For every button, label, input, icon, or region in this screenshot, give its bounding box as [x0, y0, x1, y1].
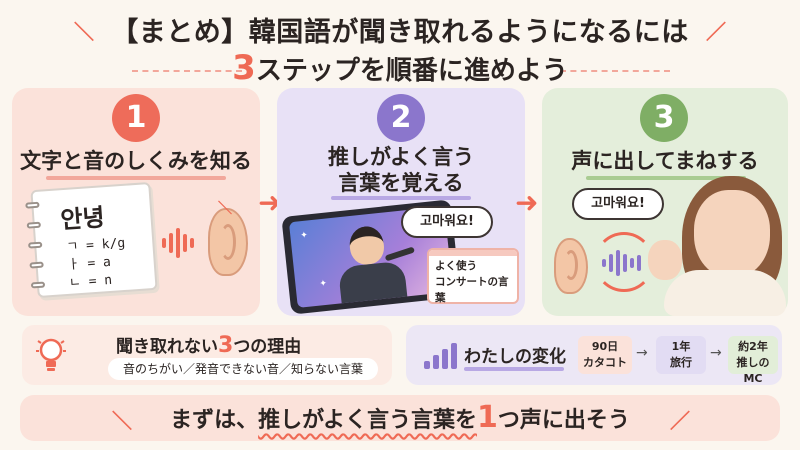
ear-icon: [208, 208, 248, 276]
step-title: 文字と音のしくみを知る: [20, 149, 252, 173]
stage-badge: 1年 旅行: [656, 336, 706, 374]
reasons-panel: 聞き取れない3つの理由 音のちがい／発音できない音／知らない言葉: [22, 325, 392, 385]
stage-label: 旅行: [670, 356, 692, 369]
arrow-right-icon: ➜: [258, 186, 282, 219]
progress-title: わたしの変化: [464, 347, 566, 367]
notebook-ring: [29, 261, 44, 269]
step-title-line2: 言葉を覚える: [338, 171, 464, 195]
step-number-badge: 3: [640, 94, 688, 142]
divider: [560, 70, 670, 72]
microphone-icon: [384, 246, 416, 262]
woman-body: [664, 270, 786, 316]
notebook-ring: [26, 221, 42, 229]
title-underline: [331, 196, 471, 200]
phrase-card-header: [429, 250, 517, 256]
sparkle-icon: ＼: [112, 409, 132, 433]
woman-face: [694, 190, 770, 278]
step-count: 3: [232, 48, 256, 88]
reasons-title: 聞き取れない3つの理由: [116, 332, 301, 358]
sparkle-icon: ✦: [319, 278, 328, 290]
hangul-word: 안녕: [59, 203, 106, 235]
arrow-right-icon: →: [710, 345, 722, 361]
ear-inner: [564, 250, 578, 280]
stage-label: カタコト: [583, 356, 627, 369]
notebook: 안녕 ㄱ = k/g ㅏ = a ㄴ = n: [25, 181, 158, 299]
phrase-card: よく使う コンサートの言葉: [427, 248, 519, 304]
stage-time: 90日: [591, 340, 619, 353]
notebook-ring: [25, 201, 40, 209]
sparkle-icon: ＼: [218, 201, 232, 217]
notebook-ring: [30, 281, 46, 289]
notebook-ring: [28, 241, 43, 249]
title-underline: [46, 176, 226, 180]
sound-wave-icon: [162, 228, 194, 258]
page-title: 【まとめ】韓国語が聞き取れるようになるには: [111, 17, 689, 48]
sound-wave-icon: [602, 250, 641, 276]
reasons-title-post: つの理由: [233, 337, 302, 357]
title-underline: [586, 176, 746, 180]
phrase-card-line1: よく使う: [435, 260, 477, 272]
divider: [132, 70, 242, 72]
refresh-arrows-icon: [594, 232, 654, 292]
step-card-2: 2 推しがよく言う 言葉を覚える ✦ ✦ ✦ 고마워요! よく使う コンサートの…: [277, 88, 525, 316]
speech-bubble: 고마워요!: [572, 188, 664, 220]
page-subtitle: 3ステップを順番に進めよう: [0, 48, 800, 88]
step-card-1: 1 文字と音のしくみを知る 안녕 ㄱ = k/g ㅏ = a ㄴ = n ＼: [12, 88, 260, 316]
cta-text: まずは、推しがよく言う言葉を1つ声に出そう: [20, 400, 780, 435]
sparkle-icon: ✦: [299, 230, 309, 242]
call-to-action-banner: ＼ ／ まずは、推しがよく言う言葉を1つ声に出そう: [20, 395, 780, 441]
arrow-right-icon: →: [636, 345, 648, 361]
lightbulb-icon: [36, 338, 66, 371]
stage-label: 推しのMC: [736, 356, 770, 385]
sparkle-icon: ／: [670, 409, 690, 433]
cta-highlight: 推しがよく言う言葉を: [258, 408, 477, 433]
sparkle-icon: ＼: [74, 20, 94, 44]
arrow-right-icon: ➜: [515, 186, 539, 219]
letter-rule: ㄴ = n: [68, 272, 113, 291]
progress-panel: わたしの変化 90日 カタコト → 1年 旅行 → 約2年 推しのMC: [406, 325, 782, 385]
stage-time: 約2年: [738, 340, 768, 353]
step-card-3: 3 声に出してまねする 고마워요!: [542, 88, 788, 316]
reasons-count: 3: [218, 333, 234, 358]
singer-body: [337, 260, 408, 308]
phrase-card-line2: コンサートの言葉: [435, 276, 509, 304]
step-number-badge: 2: [377, 94, 425, 142]
ear-icon: [554, 238, 588, 294]
speech-bubble: 고마워요!: [401, 206, 493, 238]
ear-inner: [220, 224, 236, 260]
step-title: 声に出してまねする: [571, 149, 759, 173]
stage-badge: 約2年 推しのMC: [728, 336, 778, 385]
step-title-line1: 推しがよく言う: [328, 145, 474, 169]
subtitle-text: ステップを順番に進めよう: [255, 56, 568, 86]
cta-number: 1: [477, 400, 498, 435]
cta-post: 声に出そう: [519, 408, 630, 433]
reasons-list: 音のちがい／発音できない音／知らない言葉: [108, 358, 378, 380]
title-underline: [464, 367, 564, 371]
singer: [347, 224, 386, 267]
stage-badge: 90日 カタコト: [578, 336, 632, 374]
reasons-title-pre: 聞き取れない: [116, 337, 218, 357]
sparkle-icon: ／: [706, 20, 726, 44]
step-number-badge: 1: [112, 94, 160, 142]
bar-chart-icon: [424, 343, 457, 369]
cta-counter: つ: [497, 408, 520, 433]
stage-time: 1年: [671, 340, 691, 353]
cta-pre: まずは、: [170, 408, 259, 433]
